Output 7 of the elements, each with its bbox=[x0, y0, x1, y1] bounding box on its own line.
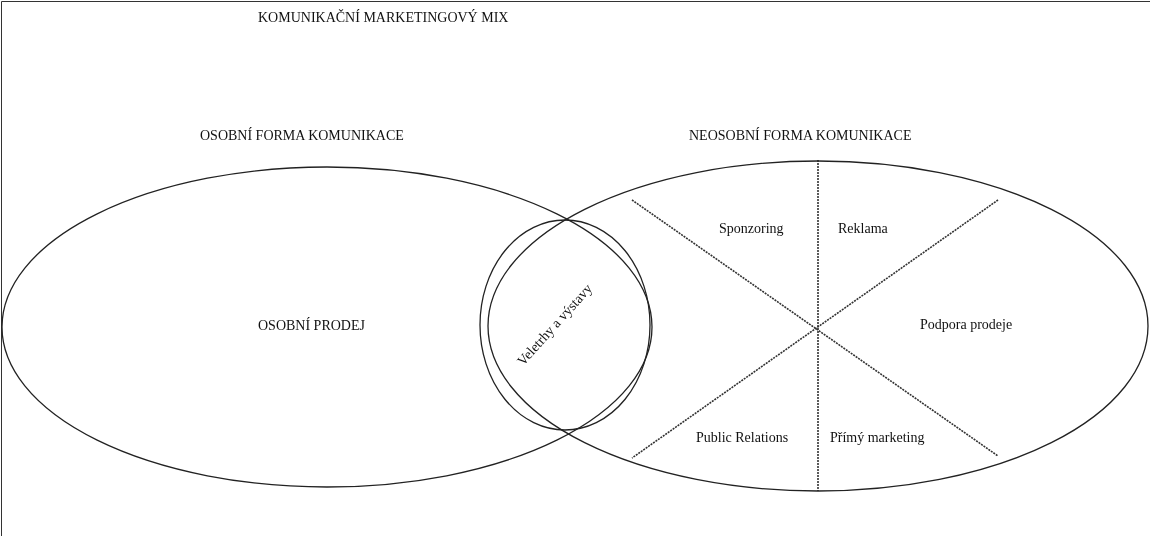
heading: NEOSOBNÍ FORMA KOMUNIKACE bbox=[689, 128, 912, 144]
ellipse-label: OSOBNÍ PRODEJ bbox=[258, 318, 365, 334]
sector-label: Přímý marketing bbox=[828, 430, 927, 446]
diagram-title: KOMUNIKAČNÍ MARKETINGOVÝ MIX bbox=[258, 10, 509, 26]
heading: OSOBNÍ FORMA KOMUNIKACE bbox=[200, 128, 404, 144]
sector-label: Podpora prodeje bbox=[918, 317, 1015, 333]
sector-label: Sponzoring bbox=[717, 221, 786, 237]
